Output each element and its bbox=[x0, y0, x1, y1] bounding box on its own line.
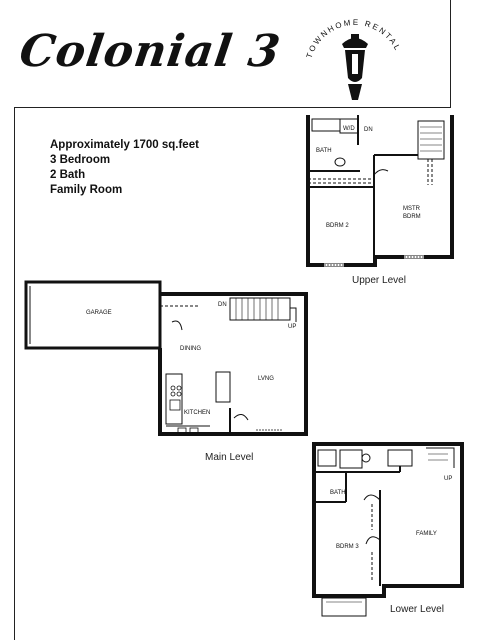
upper-bath-label: BATH bbox=[316, 148, 332, 154]
main-kitchen-label: KITCHEN bbox=[184, 410, 210, 416]
main-dining-label: DINING bbox=[180, 346, 201, 352]
upper-bdrm2-label: BDRM 2 bbox=[326, 223, 349, 229]
upper-dn-label: DN bbox=[364, 127, 373, 133]
lower-up-label: UP bbox=[444, 476, 452, 482]
frame-right-line bbox=[450, 0, 451, 107]
upper-level-caption: Upper Level bbox=[352, 275, 406, 286]
detail-sqft: Approximately 1700 sq.feet bbox=[50, 139, 199, 151]
townhome-rental-logo: TOWNHOME RENTAL bbox=[305, 18, 401, 100]
main-up-label: UP bbox=[288, 324, 296, 330]
page-title: Colonial 3 bbox=[16, 26, 284, 77]
lower-bdrm3-label: BDRM 3 bbox=[336, 544, 359, 550]
frame-left-line bbox=[14, 107, 15, 640]
main-living-label: LVNG bbox=[258, 376, 274, 382]
upper-mstr-label: MSTR bbox=[403, 206, 421, 212]
upper-wd-label: W/D bbox=[343, 126, 355, 132]
detail-bedrooms: 3 Bedroom bbox=[50, 154, 111, 166]
lower-bath-label: BATH bbox=[330, 490, 346, 496]
lantern-icon bbox=[342, 34, 368, 100]
lower-family-label: FAMILY bbox=[416, 531, 437, 537]
main-dn-label: DN bbox=[218, 302, 227, 308]
upper-bdrm-label: BDRM bbox=[403, 214, 421, 220]
lower-level-plan: UP BATH BDRM 3 FAMILY bbox=[312, 442, 464, 617]
main-level-caption: Main Level bbox=[205, 452, 254, 463]
detail-family-room: Family Room bbox=[50, 184, 123, 196]
main-level-plan: GARAGE DN UP DINING LVNG KITCHEN bbox=[24, 280, 308, 436]
unit-details: Approximately 1700 sq.feet 3 Bedroom 2 B… bbox=[50, 138, 199, 198]
frame-header-line bbox=[14, 107, 451, 108]
main-garage-label: GARAGE bbox=[86, 310, 112, 316]
lower-level-caption: Lower Level bbox=[390, 604, 444, 615]
detail-baths: 2 Bath bbox=[50, 169, 86, 181]
upper-level-plan: W/D DN BATH BDRM 2 MSTR BDRM bbox=[306, 115, 454, 267]
